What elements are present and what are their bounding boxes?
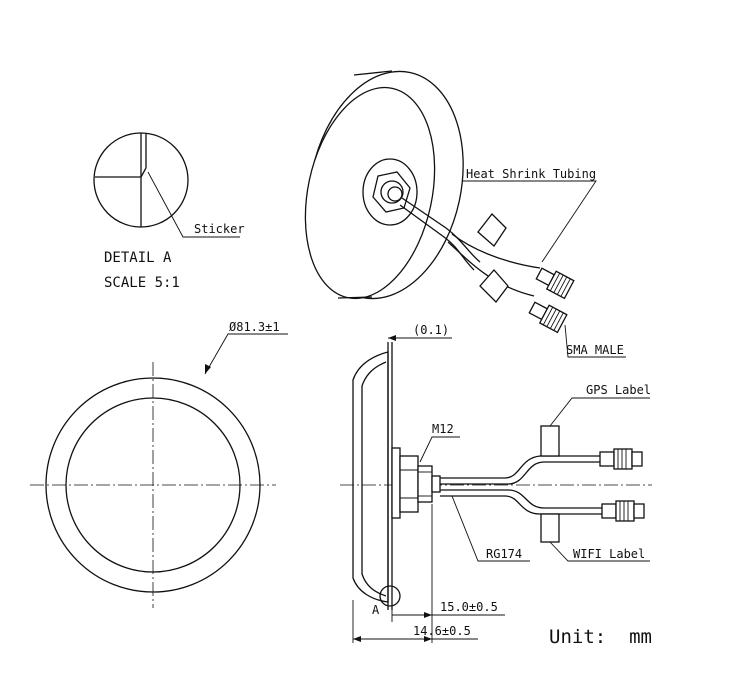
iso-wifi-tag (479, 269, 509, 303)
side-wifi-tag (540, 513, 560, 543)
dim-inner-arrowhead (424, 612, 432, 618)
detail-a-marker: A (372, 603, 380, 617)
sticker-label: Sticker (194, 222, 245, 236)
side-thread (417, 465, 433, 503)
puck-bottom-edge (337, 296, 373, 299)
dim-outer-label: 14.6±0.5 (413, 624, 471, 638)
iso-cable-top (401, 197, 481, 263)
nut-bore (380, 180, 404, 204)
side-cable-lower-bottom (440, 495, 602, 515)
dim-outer-arrowhead-right (424, 636, 432, 642)
detail-a-title: DETAIL A (104, 250, 172, 266)
puck-top-edge (353, 70, 393, 76)
iso-sma-connector-upper (535, 267, 575, 300)
thread-label: M12 (432, 422, 454, 436)
gap-label: (0.1) (413, 323, 449, 337)
sticker-leader (147, 171, 240, 238)
side-cable-lower-top (440, 489, 602, 509)
heat-shrink-label: Heat Shrink Tubing (466, 167, 596, 181)
detail-a-view: Sticker DETAIL A SCALE 5:1 (93, 132, 245, 291)
iso-gps-tag (477, 213, 507, 247)
detail-a-marker-circle (379, 585, 401, 607)
side-body-outer (352, 351, 389, 603)
dim-outer-arrowhead-left (353, 636, 361, 642)
side-gps-tag (540, 425, 560, 457)
iso-sma-connector-lower (528, 301, 568, 334)
iso-cable-upper-branch (451, 233, 541, 269)
side-cable-upper-top (440, 455, 600, 479)
wifi-label: WIFI Label (573, 547, 645, 561)
iso-cable-lower-branch (447, 241, 535, 297)
side-hex-nut (399, 455, 419, 513)
isometric-view: Heat Shrink Tubing SMA MALE (304, 70, 626, 358)
front-view: Ø81.3±1 (30, 320, 288, 608)
sma-male-leader (564, 324, 626, 358)
wifi-label-leader (549, 541, 650, 562)
side-sma-connector-upper (599, 448, 643, 470)
side-washer (391, 447, 401, 519)
dim-inner-label: 15.0±0.5 (440, 600, 498, 614)
gps-label: GPS Label (586, 383, 651, 397)
unit-note: Unit: mm (549, 626, 652, 648)
gps-label-leader (549, 397, 650, 427)
sma-male-label: SMA MALE (566, 343, 624, 357)
cable-label: RG174 (486, 547, 522, 561)
gap-arrowhead (388, 335, 396, 341)
diameter-label: Ø81.3±1 (229, 320, 280, 334)
side-cable-upper-bottom (440, 461, 600, 485)
heat-shrink-leader (462, 180, 597, 263)
diameter-arrowhead (205, 364, 211, 374)
side-view: (0.1) M12 GPS Label WIFI Label RG174 A 1… (340, 323, 652, 643)
side-body-inner (361, 361, 387, 597)
side-strain-relief (431, 475, 441, 493)
nut-thread (387, 186, 403, 202)
detail-a-scale: SCALE 5:1 (104, 275, 180, 291)
side-sma-connector-lower (601, 500, 645, 522)
detail-a-corner (140, 167, 147, 178)
cable-leader (451, 495, 530, 562)
thread-leader (419, 436, 460, 463)
diameter-leader (204, 333, 288, 375)
